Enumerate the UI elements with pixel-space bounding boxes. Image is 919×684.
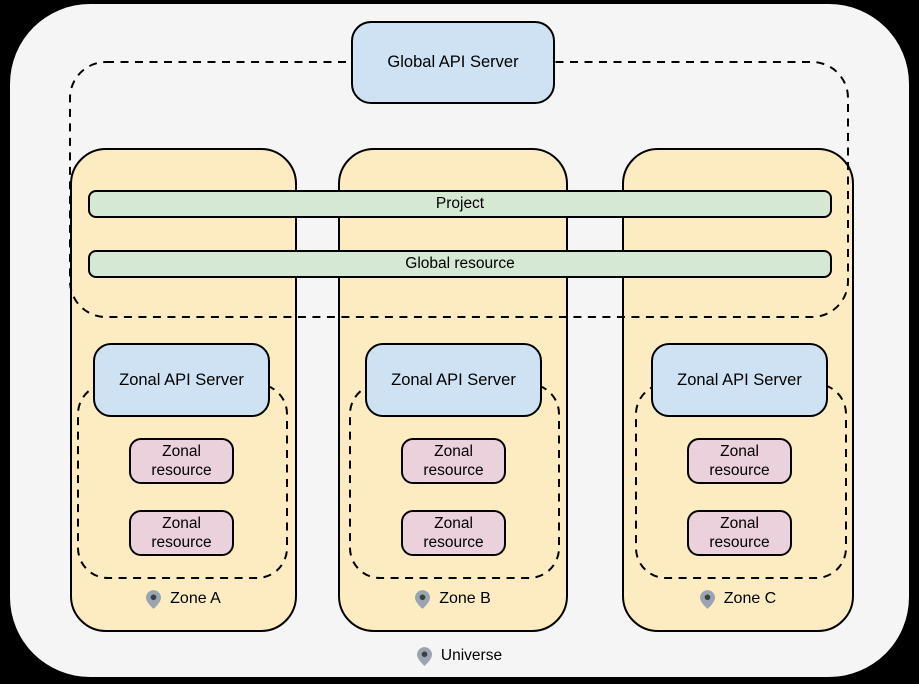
- universe-name: Universe: [440, 647, 503, 664]
- zone-b-zonal-resource-box: Zonal resource: [401, 438, 506, 484]
- universe-label-row: Universe: [10, 641, 909, 671]
- location-pin-icon: [416, 646, 432, 666]
- zone-name: Zone C: [723, 590, 777, 607]
- zonal-api-server-label: Zonal API Server: [391, 370, 516, 389]
- zonal-resource-label: Zonal resource: [423, 442, 484, 479]
- zone-a-zonal-resource-box: Zonal resource: [129, 510, 234, 556]
- zone-c-zonal-api-server-box: Zonal API Server: [651, 343, 828, 417]
- zone-c-zonal-resource-box: Zonal resource: [687, 510, 792, 556]
- zone-c-zonal-resource-box: Zonal resource: [687, 438, 792, 484]
- project-bar: Project: [88, 190, 832, 218]
- zonal-resource-label: Zonal resource: [709, 442, 770, 479]
- zone-a-zonal-api-server-box: Zonal API Server: [93, 343, 270, 417]
- zonal-resource-label: Zonal resource: [151, 514, 212, 551]
- zone-b-zonal-api-server-box: Zonal API Server: [365, 343, 542, 417]
- zone-name: Zone B: [439, 590, 491, 607]
- zone-b-label-row: Zone B: [338, 584, 568, 614]
- zone-name: Zone A: [170, 590, 221, 607]
- location-pin-icon: [415, 589, 431, 609]
- project-bar-label: Project: [435, 195, 485, 212]
- zonal-resource-label: Zonal resource: [423, 514, 484, 551]
- zone-a-zonal-resource-box: Zonal resource: [129, 438, 234, 484]
- zonal-resource-label: Zonal resource: [709, 514, 770, 551]
- zone-a-label-row: Zone A: [70, 584, 297, 614]
- global-resource-bar-label: Global resource: [405, 255, 515, 272]
- global-api-server-box: Global API Server: [351, 21, 555, 104]
- global-resource-bar: Global resource: [88, 250, 832, 278]
- zone-b-zonal-resource-box: Zonal resource: [401, 510, 506, 556]
- zonal-resource-label: Zonal resource: [151, 442, 212, 479]
- zone-c-label-row: Zone C: [622, 584, 854, 614]
- location-pin-icon: [699, 589, 715, 609]
- zonal-api-server-label: Zonal API Server: [677, 370, 802, 389]
- zonal-api-server-label: Zonal API Server: [119, 370, 244, 389]
- location-pin-icon: [146, 589, 162, 609]
- global-api-server-label: Global API Server: [387, 53, 519, 71]
